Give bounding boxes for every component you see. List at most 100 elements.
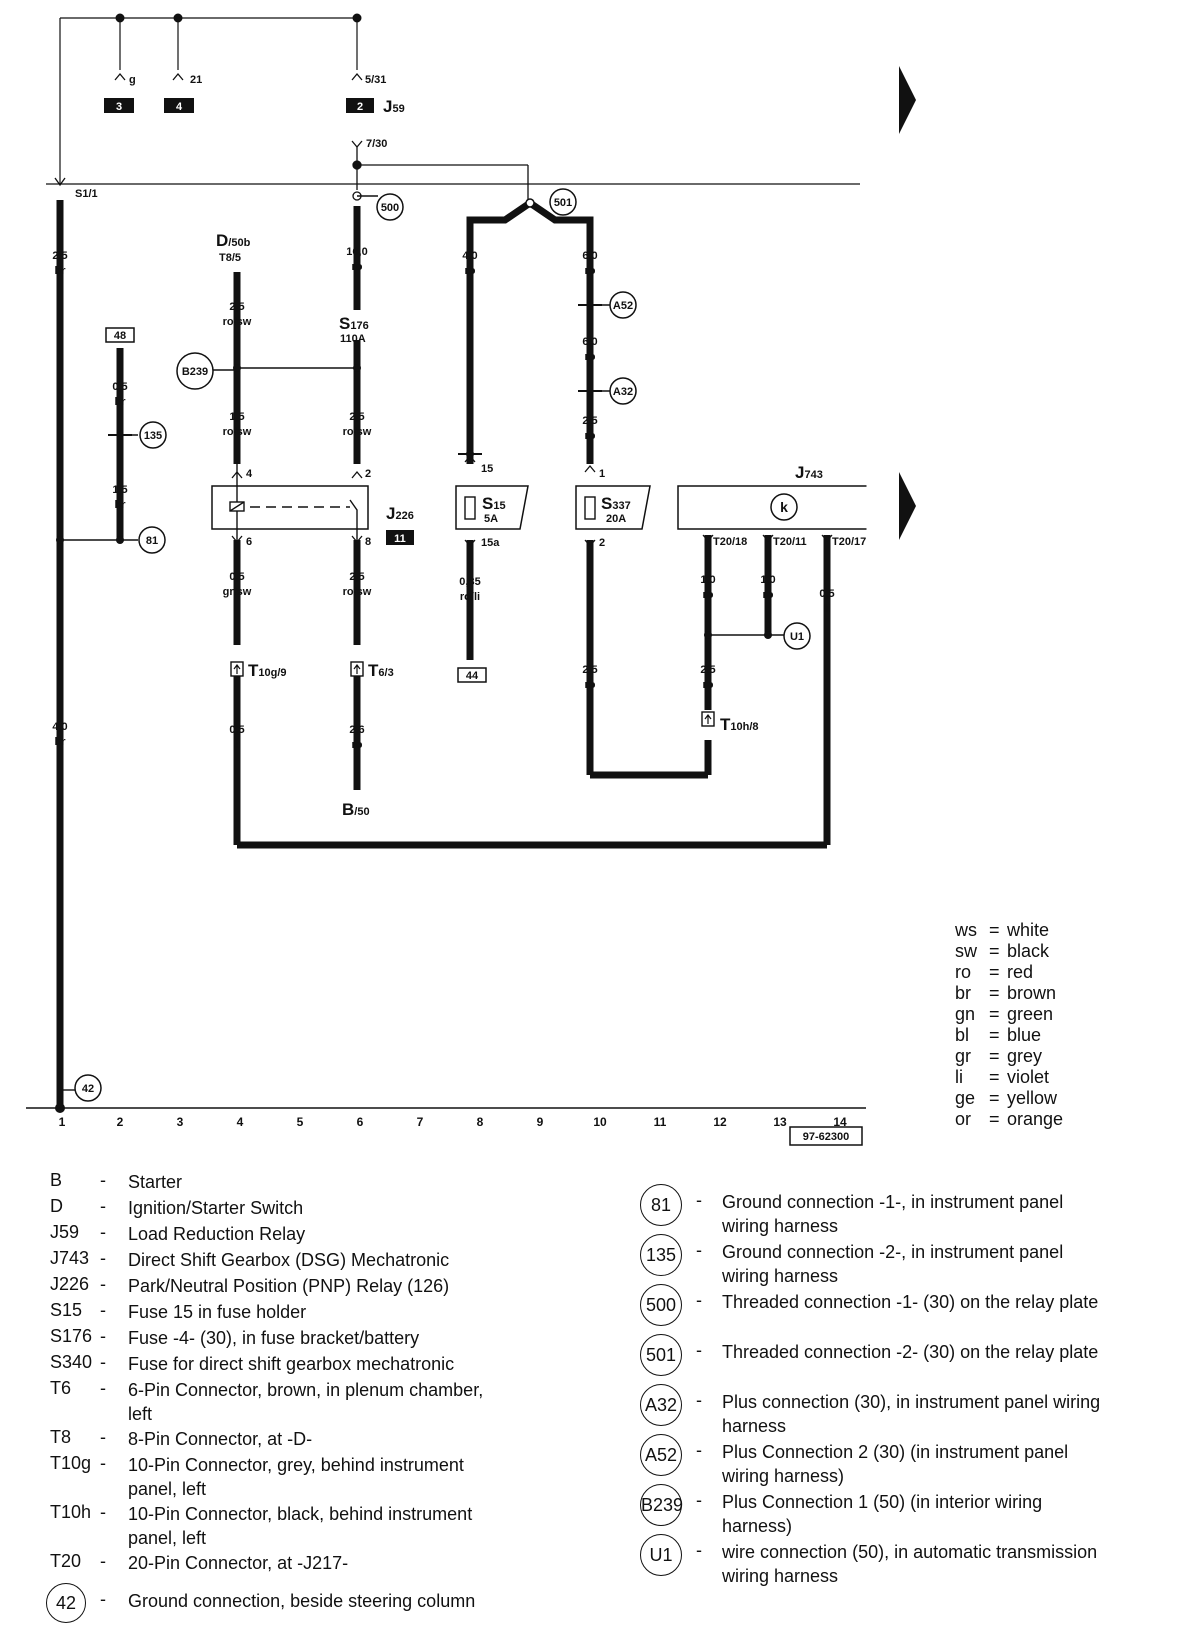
terminal-g-label: g bbox=[129, 74, 136, 86]
column-number: 10 bbox=[593, 1115, 607, 1129]
legend-equals: = bbox=[989, 1109, 1000, 1129]
key-description: Park/Neutral Position (PNP) Relay (126) bbox=[128, 1276, 450, 1296]
column-number: 3 bbox=[177, 1115, 184, 1129]
box-2-label: 2 bbox=[357, 101, 363, 113]
key-description: Ignition/Starter Switch bbox=[128, 1198, 304, 1218]
circle-135-label: 135 bbox=[144, 430, 162, 442]
frame-lines bbox=[26, 13, 866, 1109]
legend-equals: = bbox=[989, 962, 1000, 982]
key-dash: - bbox=[100, 1196, 106, 1216]
terminal-21-label: 21 bbox=[190, 74, 202, 86]
key-dash: - bbox=[696, 1490, 702, 1510]
connection-description-cont: harness) bbox=[722, 1516, 793, 1536]
circle-81-label: 81 bbox=[146, 535, 158, 547]
j226-switch-symbol bbox=[229, 464, 358, 540]
key-code: J59 bbox=[50, 1222, 80, 1242]
circle-a52-label: A52 bbox=[613, 300, 633, 312]
t10g-label: T10g/9 bbox=[248, 661, 287, 680]
legend-code: li bbox=[955, 1067, 963, 1087]
pin-8-label: 8 bbox=[365, 536, 371, 548]
wire-size-label: 0,35 bbox=[459, 576, 480, 588]
wire-size-label: 0,5 bbox=[229, 724, 244, 736]
wire-color-label: ro bbox=[585, 351, 596, 363]
b-label: B/50 bbox=[342, 800, 370, 819]
key-code: J743 bbox=[50, 1248, 90, 1268]
connection-description: Threaded connection -2- (30) on the rela… bbox=[722, 1342, 1099, 1362]
wire-size-label: 0,5 bbox=[112, 381, 127, 393]
legend-row: sw=black bbox=[955, 941, 1125, 962]
legend-row: or=orange bbox=[955, 1109, 1125, 1130]
s15-label: S15 bbox=[482, 494, 506, 513]
wire-color-label: ro bbox=[352, 261, 363, 273]
wire-color-label: ro/li bbox=[460, 591, 480, 603]
key-code: B bbox=[50, 1170, 63, 1190]
pin-t20-18-label: T20/18 bbox=[713, 536, 747, 548]
s337-label: S337 bbox=[601, 494, 631, 513]
wire-size-label: 1,5 bbox=[229, 411, 244, 423]
key-dash: - bbox=[696, 1290, 702, 1310]
legend-name: white bbox=[1007, 920, 1050, 940]
wire-color-label: br bbox=[55, 736, 67, 748]
key-dash: - bbox=[100, 1378, 106, 1398]
wire-size-label: 0,5 bbox=[819, 588, 834, 600]
pin-6-label: 6 bbox=[246, 536, 252, 548]
key-code: S340 bbox=[50, 1352, 93, 1372]
legend-code: ro bbox=[955, 962, 972, 982]
reference-box bbox=[789, 1126, 863, 1146]
key-dash: - bbox=[100, 1551, 106, 1571]
wire-labels: 2,5br4,0br0,5br1,5br2,5ro/sw1,5ro/sw0,5g… bbox=[52, 246, 834, 751]
connection-code-circle: A32 bbox=[640, 1384, 682, 1426]
pin-2-label: 2 bbox=[365, 468, 371, 480]
box-3 bbox=[104, 98, 134, 113]
legend-equals: = bbox=[989, 1067, 1000, 1087]
key-code: T8 bbox=[50, 1427, 72, 1447]
wire-size-label: 2,5 bbox=[582, 415, 597, 427]
wire-color-label: ro bbox=[585, 679, 596, 691]
legend-name: green bbox=[1007, 1004, 1054, 1024]
connection-code-circle: B239 bbox=[640, 1484, 683, 1526]
connection-code-circle: 81 bbox=[640, 1184, 682, 1226]
wire-size-label: 6,0 bbox=[582, 250, 597, 262]
legend-name: red bbox=[1007, 962, 1034, 982]
reference-number: 97-62300 bbox=[803, 1131, 850, 1143]
key-description: 8-Pin Connector, at -D- bbox=[128, 1429, 313, 1449]
pin-t20-17-label: T20/17 bbox=[832, 536, 866, 548]
legend-code: gr bbox=[955, 1046, 972, 1066]
s1-1-symbol bbox=[54, 177, 66, 187]
box-3-label: 3 bbox=[116, 101, 122, 113]
wire-size-label: 2,5 bbox=[229, 301, 244, 313]
key-description-cont: left bbox=[128, 1404, 153, 1424]
connection-description: Threaded connection -1- (30) on the rela… bbox=[722, 1292, 1099, 1312]
connection-description: Plus Connection 1 (50) (in interior wiri… bbox=[722, 1492, 1043, 1512]
box-11 bbox=[386, 530, 414, 545]
key-description-cont: panel, left bbox=[128, 1528, 207, 1548]
wire-color-label: ro bbox=[465, 265, 476, 277]
wire-color-label: ro bbox=[585, 430, 596, 442]
legend-row: ro = red bbox=[955, 962, 1125, 983]
k-symbol-label: k bbox=[780, 499, 788, 515]
key-dash: - bbox=[696, 1240, 702, 1260]
legend-row: ws=white bbox=[955, 920, 1125, 941]
legend-name: blue bbox=[1007, 1025, 1042, 1045]
circle-u1-label: U1 bbox=[790, 631, 804, 643]
wire-size-label: 1,5 bbox=[112, 484, 127, 496]
connection-description: Ground connection -2-, in instrument pan… bbox=[722, 1242, 1064, 1262]
wire-color-label: br bbox=[55, 265, 67, 277]
connection-code-circle: A52 bbox=[640, 1434, 682, 1476]
key-description-cont: panel, left bbox=[128, 1479, 207, 1499]
key-dash: - bbox=[696, 1540, 702, 1560]
tick-marks bbox=[108, 304, 602, 455]
legend-name: yellow bbox=[1007, 1088, 1058, 1108]
fuse-s337-element bbox=[584, 496, 596, 520]
key-code: J226 bbox=[50, 1274, 90, 1294]
column-number: 6 bbox=[357, 1115, 364, 1129]
pin-7-30-label: 7/30 bbox=[366, 138, 387, 150]
pin-t20-11-label: T20/11 bbox=[773, 536, 807, 548]
connection-code-circle: U1 bbox=[640, 1534, 682, 1576]
top-terminal-symbols bbox=[114, 72, 363, 81]
column-number: 12 bbox=[713, 1115, 727, 1129]
key-code: S176 bbox=[50, 1326, 93, 1346]
key-description: 20-Pin Connector, at -J217- bbox=[128, 1553, 349, 1573]
